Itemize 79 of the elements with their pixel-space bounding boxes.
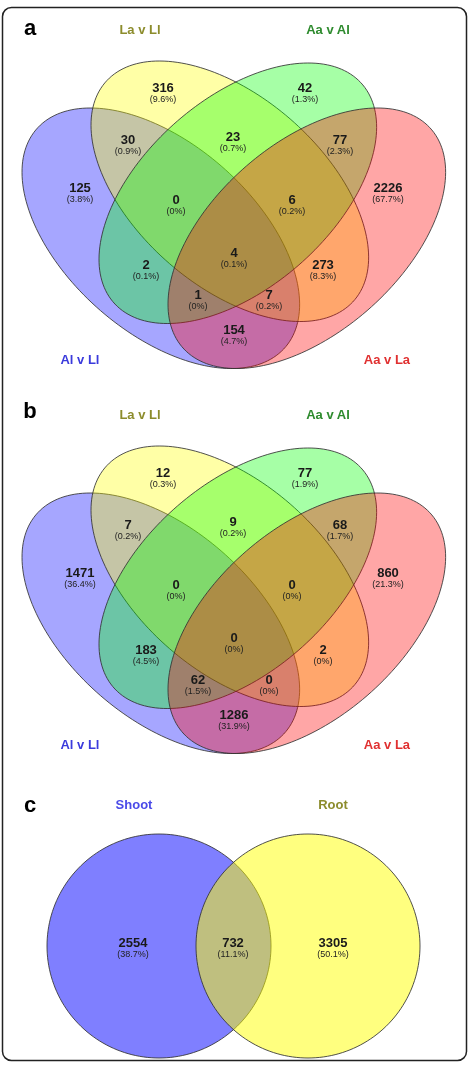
- percent-label: (0%): [188, 302, 208, 312]
- count-label: 62: [190, 672, 206, 687]
- percent-label: (38.7%): [117, 950, 149, 960]
- percent-label: (0%): [224, 645, 244, 655]
- count-label: 732: [222, 935, 244, 950]
- percent-label: (0.2%): [219, 529, 247, 539]
- set-label: La v Ll: [119, 407, 161, 423]
- set-label: Aa v Al: [306, 22, 350, 38]
- percent-label: (8.3%): [309, 272, 337, 282]
- count-label: 2: [319, 642, 327, 657]
- percent-label: (0%): [166, 207, 186, 217]
- percent-label: (0.2%): [278, 207, 306, 217]
- percent-label: (11.1%): [217, 950, 249, 960]
- set-label: Al v Ll: [60, 737, 100, 753]
- count-label: 12: [155, 465, 171, 480]
- count-label: 42: [297, 80, 313, 95]
- count-label: 2554: [118, 935, 148, 950]
- count-label: 0: [288, 577, 296, 592]
- percent-label: (3.8%): [66, 195, 94, 205]
- percent-label: (0%): [313, 657, 333, 667]
- count-label: 77: [332, 132, 348, 147]
- percent-label: (31.9%): [218, 722, 250, 732]
- percent-label: (21.3%): [372, 580, 404, 590]
- set-label: Root: [318, 797, 348, 813]
- set-label: Aa v La: [363, 352, 411, 368]
- set-label: Aa v La: [363, 737, 411, 753]
- percent-label: (0.1%): [220, 260, 248, 270]
- count-label: 316: [152, 80, 174, 95]
- percent-label: (36.4%): [64, 580, 96, 590]
- percent-label: (0.7%): [219, 144, 247, 154]
- count-label: 125: [69, 180, 91, 195]
- count-label: 23: [225, 129, 241, 144]
- count-label: 7: [124, 517, 132, 532]
- set-label: Shoot: [115, 797, 153, 813]
- count-label: 68: [332, 517, 348, 532]
- percent-label: (1.5%): [184, 687, 212, 697]
- percent-label: (67.7%): [372, 195, 404, 205]
- percent-label: (9.6%): [149, 95, 177, 105]
- percent-label: (0.2%): [255, 302, 283, 312]
- count-label: 1471: [65, 565, 95, 580]
- count-label: 0: [172, 192, 180, 207]
- count-label: 3305: [318, 935, 348, 950]
- panel-letter: c: [23, 792, 37, 818]
- count-label: 30: [120, 132, 136, 147]
- count-label: 154: [223, 322, 245, 337]
- count-label: 0: [265, 672, 273, 687]
- count-label: 4: [230, 245, 238, 260]
- panel-letter: b: [23, 398, 37, 424]
- count-label: 273: [312, 257, 334, 272]
- percent-label: (0.3%): [149, 480, 177, 490]
- percent-label: (0.1%): [132, 272, 160, 282]
- percent-label: (50.1%): [317, 950, 349, 960]
- count-label: 1: [194, 287, 202, 302]
- count-label: 2: [142, 257, 150, 272]
- count-label: 9: [229, 514, 237, 529]
- set-label: Al v Ll: [60, 352, 100, 368]
- percent-label: (4.5%): [132, 657, 160, 667]
- percent-label: (2.3%): [326, 147, 354, 157]
- panel-letter: a: [23, 15, 37, 41]
- percent-label: (1.3%): [291, 95, 319, 105]
- count-label: 0: [172, 577, 180, 592]
- percent-label: (0.2%): [114, 532, 142, 542]
- set-label: La v Ll: [119, 22, 161, 38]
- percent-label: (0%): [259, 687, 279, 697]
- count-label: 2226: [373, 180, 403, 195]
- percent-label: (1.7%): [326, 532, 354, 542]
- set-label: Aa v Al: [306, 407, 350, 423]
- percent-label: (0%): [282, 592, 302, 602]
- percent-label: (1.9%): [291, 480, 319, 490]
- count-label: 0: [230, 630, 238, 645]
- count-label: 183: [135, 642, 157, 657]
- percent-label: (4.7%): [220, 337, 248, 347]
- count-label: 1286: [219, 707, 249, 722]
- count-label: 77: [297, 465, 313, 480]
- count-label: 860: [377, 565, 399, 580]
- percent-label: (0%): [166, 592, 186, 602]
- percent-label: (0.9%): [114, 147, 142, 157]
- count-label: 7: [265, 287, 273, 302]
- count-label: 6: [288, 192, 296, 207]
